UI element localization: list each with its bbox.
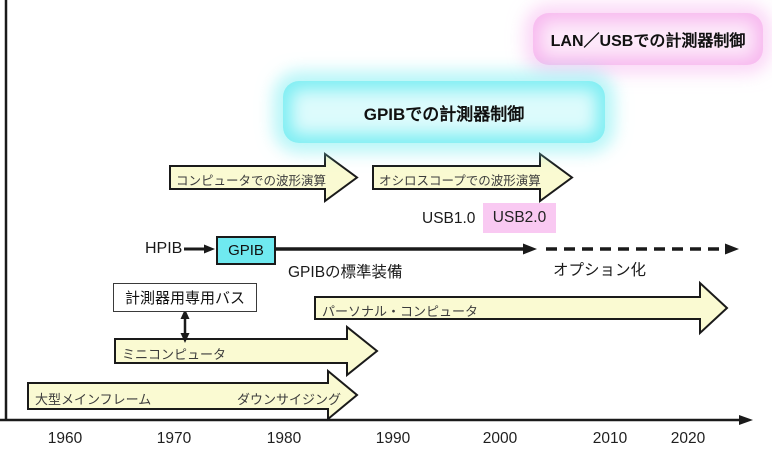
banner-oscilloscope-waveform-label: オシロスコープでの波形演算 xyxy=(379,174,541,188)
gpib-box: GPIB xyxy=(216,236,276,265)
optional-label: オプション化 xyxy=(553,262,647,279)
gpib-optional-arrowhead xyxy=(725,243,739,255)
x-axis-arrowhead xyxy=(739,415,753,425)
year-label-1990: 1990 xyxy=(375,430,411,447)
hpib-to-gpib-arrowhead xyxy=(204,244,215,254)
banner-downsizing-label: ダウンサイジング xyxy=(237,392,342,407)
banner-personal-computer-label: パーソナル・コンピュータ xyxy=(322,304,479,319)
year-label-1970: 1970 xyxy=(156,430,192,447)
gpib-control-glow-box: GPIBでの計測器制御 xyxy=(283,81,605,143)
gpib-standard-label: GPIBの標準装備 xyxy=(288,264,403,281)
hpib-label: HPIB xyxy=(145,240,183,257)
gpib-standard-arrowhead xyxy=(523,243,537,255)
banner-mainframe-label: 大型メインフレーム xyxy=(35,392,152,407)
banner-computer-waveform-label: コンピュータでの波形演算 xyxy=(176,174,327,188)
lan-usb-control-label: LAN／USBでの計測器制御 xyxy=(550,33,746,50)
usb10-label: USB1.0 xyxy=(422,210,476,227)
year-label-1960: 1960 xyxy=(47,430,83,447)
gpib-box-label: GPIB xyxy=(228,242,264,259)
year-label-1980: 1980 xyxy=(266,430,302,447)
year-label-2010: 2010 xyxy=(592,430,628,447)
dedicated-bus-box: 計測器用専用バス xyxy=(113,283,257,312)
usb20-label: USB2.0 xyxy=(492,209,547,226)
dedicated-bus-label: 計測器用専用バス xyxy=(124,290,245,307)
banner-mainframe-shape xyxy=(27,368,359,422)
banner-computer-waveform-shape xyxy=(169,152,359,203)
dedicated-bus-arrowhead-down xyxy=(180,333,190,343)
gpib-control-label: GPIBでの計測器制御 xyxy=(363,104,525,124)
dedicated-bus-arrowhead-up xyxy=(180,309,190,319)
usb20-box: USB2.0 xyxy=(483,203,556,233)
lan-usb-control-glow-box: LAN／USBでの計測器制御 xyxy=(533,13,763,65)
year-label-2020: 2020 xyxy=(670,430,706,447)
banner-personal-computer-shape xyxy=(314,280,729,336)
banner-oscilloscope-waveform-shape xyxy=(372,152,574,203)
banner-minicomputer-label: ミニコンピュータ xyxy=(122,347,227,362)
year-label-2000: 2000 xyxy=(482,430,518,447)
banner-minicomputer-shape xyxy=(114,324,379,378)
